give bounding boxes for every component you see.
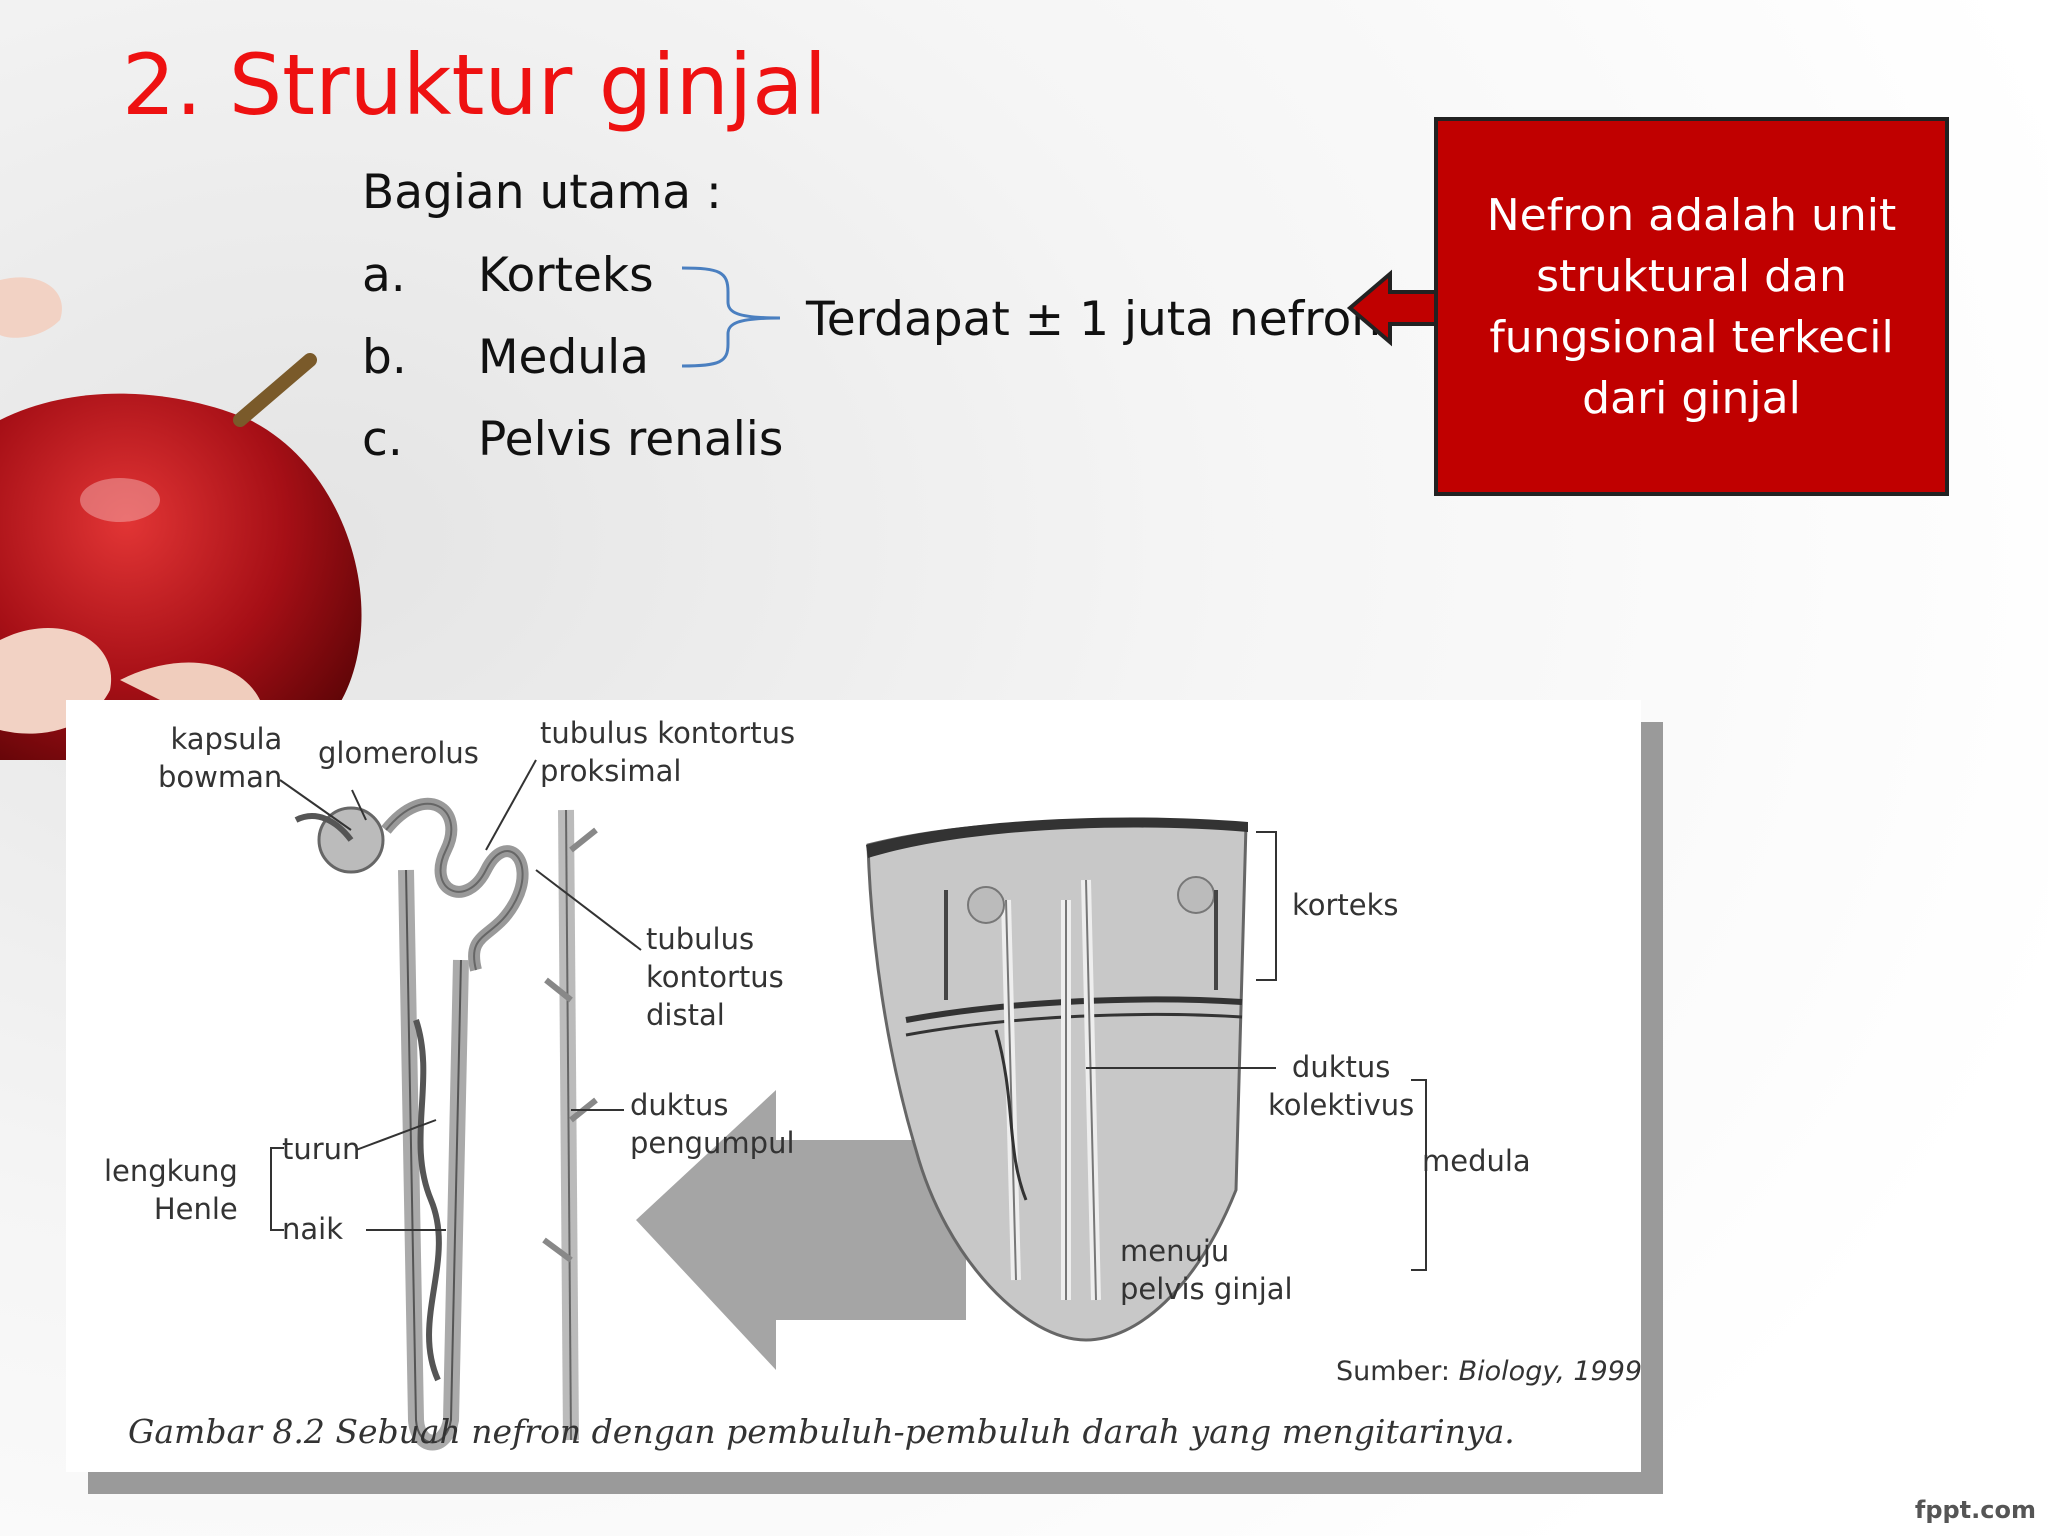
nefron-count-note: Terdapat ± 1 juta nefron xyxy=(806,292,1382,347)
nefron-callout: Nefron adalah unit struktural dan fungsi… xyxy=(1434,117,1949,496)
label-kapsula-line2: bowman xyxy=(158,760,283,794)
label-pelvis-line2: pelvis ginjal xyxy=(1120,1272,1293,1306)
label-pengumpul-line2: pengumpul xyxy=(630,1126,795,1160)
label-pelvis-line1: menuju xyxy=(1120,1234,1230,1268)
label-proksimal-line1: tubulus kontortus xyxy=(540,716,796,750)
label-kolektivus-line2: kolektivus xyxy=(1268,1088,1415,1122)
figure-source: Sumber: Biology, 1999 xyxy=(1336,1356,1642,1387)
label-kolektivus-line1: duktus xyxy=(1291,1050,1391,1084)
part-b-letter: b. xyxy=(362,330,407,385)
part-c-letter: c. xyxy=(362,412,403,467)
label-lengkung-henle: lengkung Henle xyxy=(104,1152,238,1228)
label-naik: naik xyxy=(282,1212,344,1246)
part-c-label: Pelvis renalis xyxy=(478,412,784,467)
subtitle: Bagian utama : xyxy=(362,165,722,220)
label-lengkung-line2: Henle xyxy=(153,1192,238,1226)
watermark: fppt.com xyxy=(1914,1496,2036,1524)
label-medula: medula xyxy=(1422,1144,1531,1178)
label-pengumpul-line1: duktus xyxy=(630,1088,729,1122)
label-menuju-pelvis: menuju pelvis ginjal xyxy=(1120,1232,1293,1308)
label-tubulus-distal: tubulus kontortus distal xyxy=(646,920,784,1034)
source-prefix: Sumber: xyxy=(1336,1356,1451,1387)
label-tubulus-proksimal: tubulus kontortus proksimal xyxy=(540,714,795,790)
part-b-label: Medula xyxy=(478,330,649,385)
nephron-figure: kapsula bowman glomerolus tubulus kontor… xyxy=(66,700,1642,1472)
label-distal-line3: distal xyxy=(646,998,725,1032)
part-a-label: Korteks xyxy=(478,248,654,303)
source-title: Biology, 1999 xyxy=(1458,1356,1643,1387)
label-turun: turun xyxy=(282,1132,361,1166)
label-distal-line1: tubulus xyxy=(646,922,755,956)
label-kapsula-bowman: kapsula bowman xyxy=(158,720,282,796)
part-a-letter: a. xyxy=(362,248,406,303)
arrow-left-icon xyxy=(1346,269,1438,347)
label-lengkung-line1: lengkung xyxy=(104,1154,238,1188)
label-proksimal-line2: proksimal xyxy=(540,754,682,788)
nephron-illustration xyxy=(270,759,1427,1451)
label-korteks: korteks xyxy=(1292,888,1399,922)
label-distal-line2: kontortus xyxy=(646,960,784,994)
brace-icon xyxy=(681,266,781,368)
label-duktus-pengumpul: duktus pengumpul xyxy=(630,1086,795,1162)
label-duktus-kolektivus: duktus kolektivus xyxy=(1268,1048,1414,1124)
label-glomerolus: glomerolus xyxy=(318,736,479,770)
figure-caption: Gambar 8.2 Sebuah nefron dengan pembuluh… xyxy=(128,1412,1515,1451)
label-kapsula-line1: kapsula xyxy=(170,722,283,756)
slide-title: 2. Struktur ginjal xyxy=(122,36,827,134)
